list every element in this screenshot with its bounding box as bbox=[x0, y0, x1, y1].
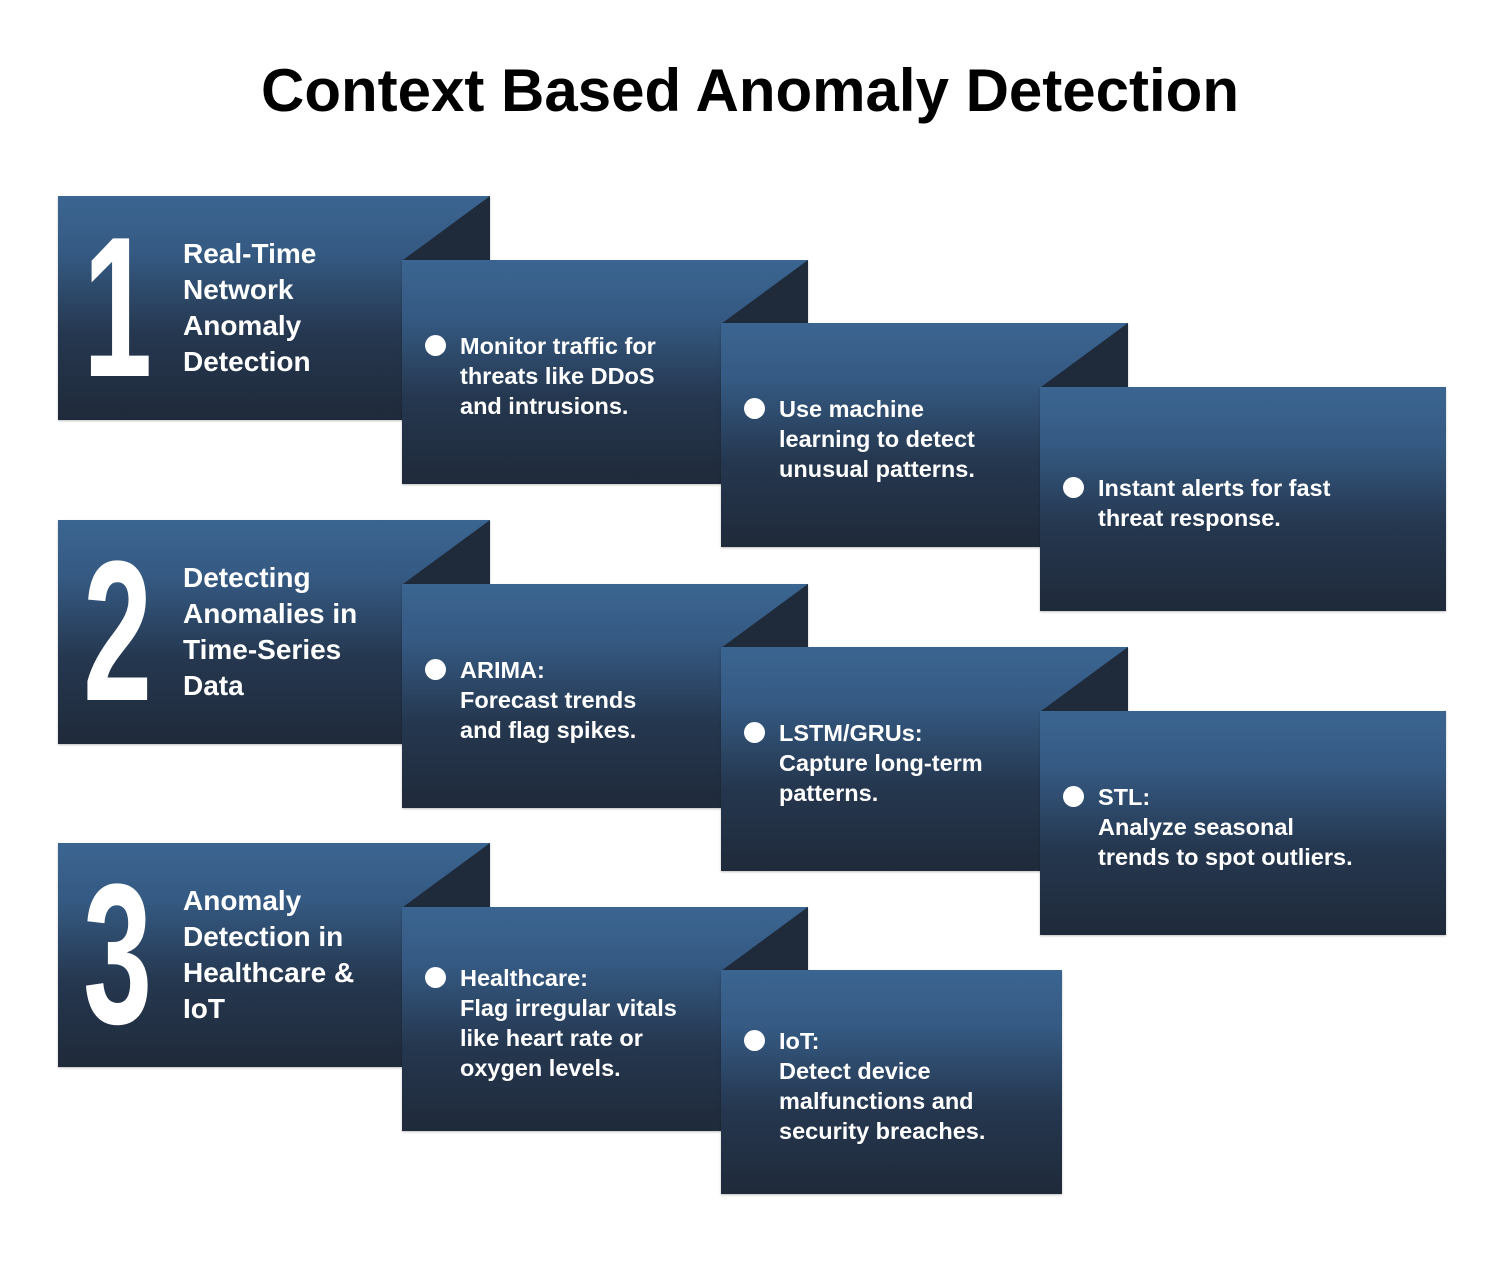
section-heading-text-line: Detection bbox=[183, 346, 311, 377]
bullet-text-line: and flag spikes. bbox=[460, 717, 637, 743]
bullet-text-line: Use machine bbox=[779, 396, 924, 422]
bullet-text: ARIMA: Forecast trends and flag spikes. bbox=[460, 655, 636, 745]
bullet-point: LSTM/GRUs: Capture long-term patterns. bbox=[744, 647, 1118, 871]
bullet-dot-icon bbox=[1063, 477, 1084, 498]
bullet-text-line: Detect device bbox=[779, 1058, 931, 1084]
bullet-row: Healthcare: Flag irregular vitals like hea… bbox=[425, 963, 677, 1083]
bullet-text-line: malfunctions and bbox=[779, 1088, 974, 1114]
bullet-text-line: Monitor traffic for bbox=[460, 333, 656, 359]
section-heading-text-line: Anomaly bbox=[183, 310, 302, 341]
section-heading-text-line: Anomaly bbox=[183, 885, 302, 916]
bullet-text-line: unusual patterns. bbox=[779, 456, 975, 482]
bullet-text-line: Flag irregular vitals bbox=[460, 995, 677, 1021]
bullet-text: STL: Analyze seasonal trends to spot outli… bbox=[1098, 782, 1353, 872]
bullet-text-line: trends to spot outliers. bbox=[1098, 844, 1353, 870]
section-heading-text-line: Anomalies in bbox=[183, 598, 358, 629]
bullet-point: STL: Analyze seasonal trends to spot outli… bbox=[1063, 711, 1436, 935]
detail-card: Instant alerts for fast threat response. bbox=[1040, 387, 1446, 611]
bullet-text-line: and intrusions. bbox=[460, 393, 629, 419]
section-number-text: 1 bbox=[83, 196, 153, 419]
bullet-point: Monitor traffic for threats like DDoS and … bbox=[425, 260, 798, 484]
fold-shadow bbox=[403, 520, 490, 584]
detail-card: STL: Analyze seasonal trends to spot outli… bbox=[1040, 711, 1446, 935]
bullet-text-line: STL: bbox=[1098, 784, 1151, 810]
bullet-text-line: patterns. bbox=[779, 780, 879, 806]
section-number-text: 2 bbox=[83, 520, 153, 743]
fold-shadow bbox=[403, 196, 490, 260]
fold-shadow bbox=[403, 843, 490, 907]
bullet-dot-icon bbox=[425, 967, 446, 988]
bullet-text-line: Capture long-term bbox=[779, 750, 983, 776]
section-heading-text-line: Real-Time bbox=[183, 238, 317, 269]
bullet-dot-icon bbox=[425, 659, 446, 680]
bullet-text-line: IoT: bbox=[779, 1028, 820, 1054]
section-heading-text-line: IoT bbox=[183, 993, 225, 1024]
bullet-dot-icon bbox=[425, 335, 446, 356]
bullet-text-line: ARIMA: bbox=[460, 657, 545, 683]
bullet-row: Instant alerts for fast threat response. bbox=[1063, 473, 1330, 533]
bullet-dot-icon bbox=[744, 398, 765, 419]
bullet-dot-icon bbox=[744, 722, 765, 743]
bullet-point: Use machine learning to detect unusual pat… bbox=[744, 323, 1118, 547]
bullet-text-line: oxygen levels. bbox=[460, 1055, 621, 1081]
detail-card: IoT: Detect device malfunctions and securit… bbox=[721, 970, 1062, 1194]
bullet-text: LSTM/GRUs: Capture long-term patterns. bbox=[779, 718, 983, 808]
section-number: 2 bbox=[66, 520, 170, 744]
bullet-text-line: learning to detect bbox=[779, 426, 975, 452]
page-title: Context Based Anomaly Detection bbox=[261, 57, 1239, 124]
bullet-text: IoT: Detect device malfunctions and securit… bbox=[779, 1026, 985, 1146]
bullet-dot-icon bbox=[744, 1030, 765, 1051]
bullet-point: Instant alerts for fast threat response. bbox=[1063, 387, 1436, 611]
bullet-row: ARIMA: Forecast trends and flag spikes. bbox=[425, 655, 636, 745]
bullet-row: Monitor traffic for threats like DDoS and … bbox=[425, 331, 656, 421]
section-heading-text-line: Healthcare & bbox=[183, 957, 355, 988]
bullet-text: Monitor traffic for threats like DDoS and … bbox=[460, 331, 656, 421]
bullet-row: STL: Analyze seasonal trends to spot outli… bbox=[1063, 782, 1353, 872]
bullet-text-line: Instant alerts for fast bbox=[1098, 475, 1331, 501]
bullet-text-line: threats like DDoS bbox=[460, 363, 655, 389]
bullet-text: Instant alerts for fast threat response. bbox=[1098, 473, 1330, 533]
section-heading-text-line: Time-Series bbox=[183, 634, 342, 665]
bullet-text-line: Forecast trends bbox=[460, 687, 637, 713]
bullet-point: IoT: Detect device malfunctions and securit… bbox=[744, 970, 1052, 1194]
bullet-row: Use machine learning to detect unusual pat… bbox=[744, 394, 975, 484]
bullet-text: Healthcare: Flag irregular vitals like hea… bbox=[460, 963, 677, 1083]
section-heading-text-line: Detection in bbox=[183, 921, 344, 952]
section-number: 1 bbox=[66, 196, 170, 420]
bullet-text-line: threat response. bbox=[1098, 505, 1281, 531]
section-number: 3 bbox=[66, 843, 170, 1067]
bullet-row: LSTM/GRUs: Capture long-term patterns. bbox=[744, 718, 983, 808]
section-heading-text-line: Network bbox=[183, 274, 294, 305]
bullet-row: IoT: Detect device malfunctions and securit… bbox=[744, 1026, 985, 1146]
bullet-text-line: Analyze seasonal bbox=[1098, 814, 1294, 840]
bullet-dot-icon bbox=[1063, 786, 1084, 807]
bullet-point: Healthcare: Flag irregular vitals like hea… bbox=[425, 907, 798, 1131]
bullet-text-line: security breaches. bbox=[779, 1118, 986, 1144]
bullet-text-line: LSTM/GRUs: bbox=[779, 720, 923, 746]
bullet-text-line: like heart rate or bbox=[460, 1025, 643, 1051]
section-heading-text-line: Detecting bbox=[183, 562, 311, 593]
bullet-point: ARIMA: Forecast trends and flag spikes. bbox=[425, 584, 798, 808]
bullet-text: Use machine learning to detect unusual pat… bbox=[779, 394, 975, 484]
section-number-text: 3 bbox=[83, 843, 153, 1066]
bullet-text-line: Healthcare: bbox=[460, 965, 588, 991]
section-heading-text-line: Data bbox=[183, 670, 244, 701]
